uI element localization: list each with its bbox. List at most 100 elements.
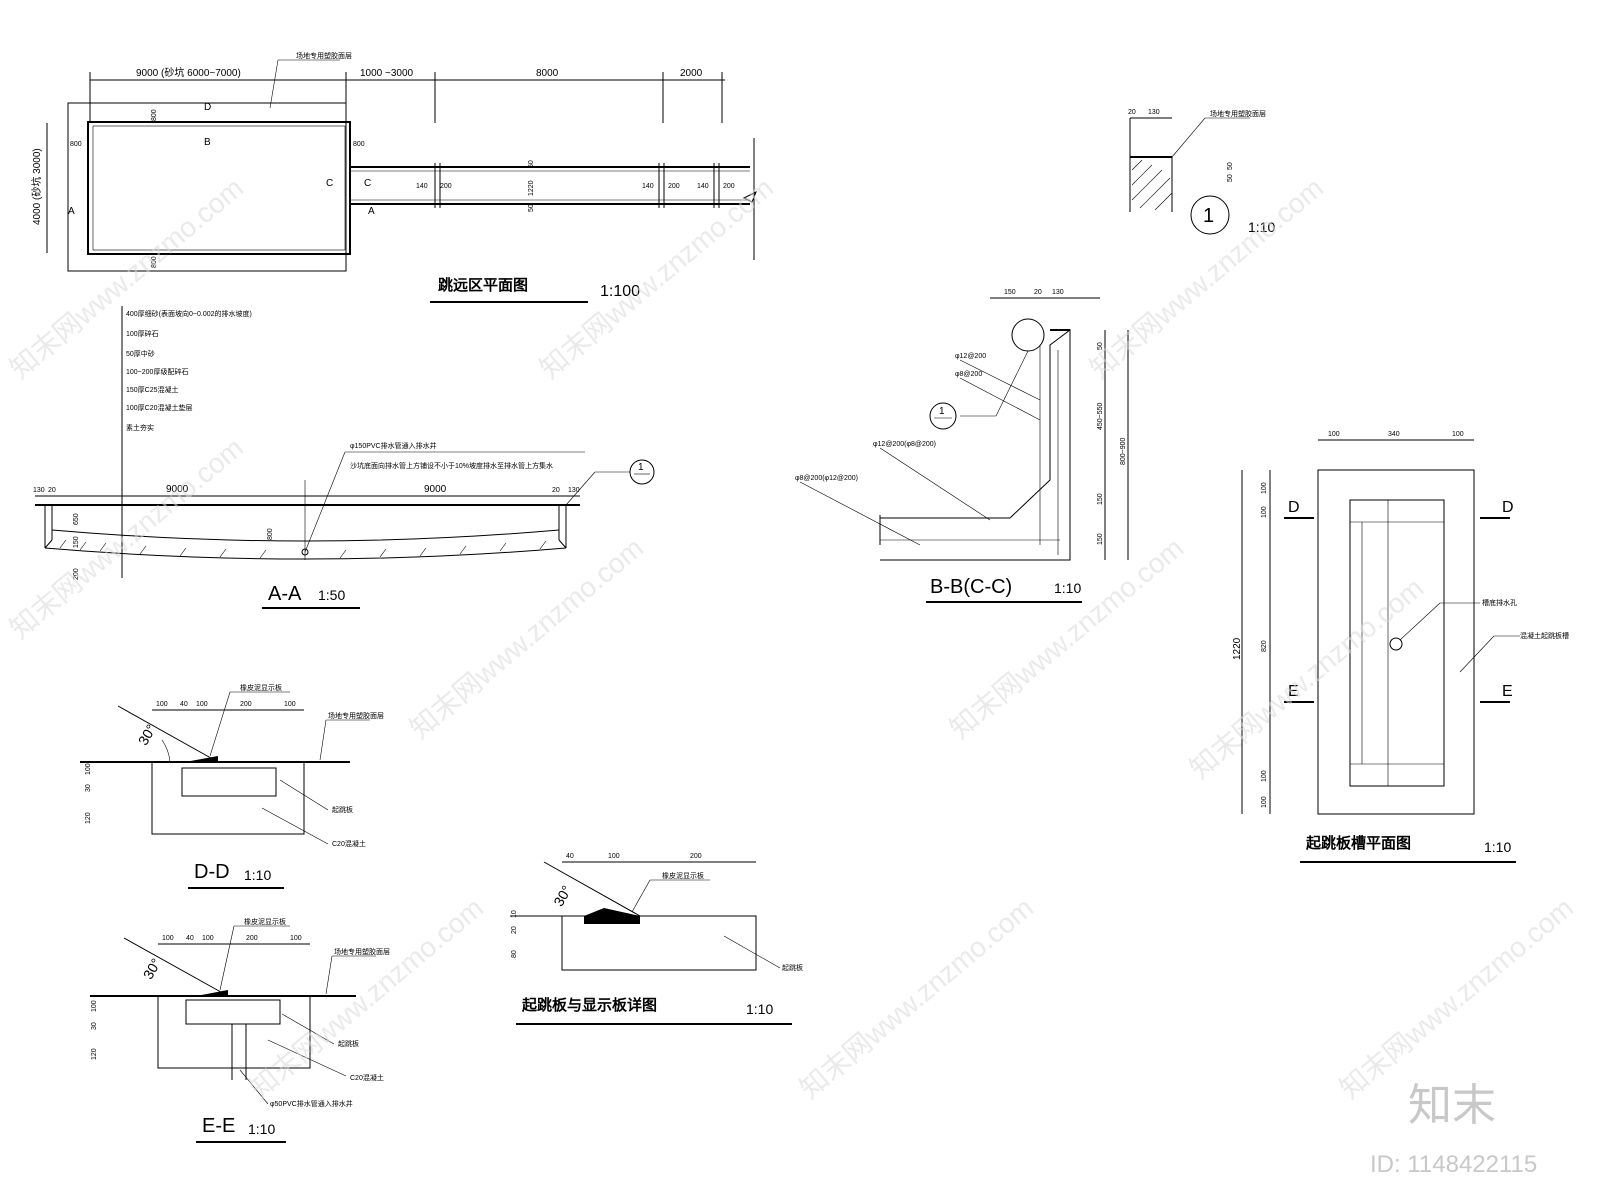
bb-dim: 130 <box>1052 289 1064 296</box>
tp-dim: 100 <box>1261 506 1268 518</box>
bd-dim: 100 <box>608 853 620 860</box>
ee-note: C20混凝土 <box>350 1073 384 1082</box>
watermark-text: 知末网www.znzmo.com <box>944 532 1189 745</box>
layer-7: 素土夯实 <box>126 423 154 432</box>
ee-angle-line <box>123 937 229 997</box>
bb-dim: 150 <box>1097 533 1104 545</box>
ee-note: 场地专用塑胶面层 <box>334 947 390 956</box>
sec-mark-c: C <box>326 178 333 189</box>
plan-inner-dim: 800 <box>353 141 365 148</box>
bd-plasticine <box>584 908 640 924</box>
leader <box>304 451 346 553</box>
plan-inner-dim: 1220 <box>528 180 535 196</box>
aa-dim: 20 <box>552 487 560 494</box>
callout-circle-1 <box>629 459 655 485</box>
bb-scale: 1:10 <box>1054 580 1081 596</box>
aa-dim: 650 <box>73 513 80 525</box>
plan-inner-dim: 140 <box>642 183 654 190</box>
bb-dim: 450~550 <box>1097 402 1104 430</box>
drain-hole <box>1389 637 1403 651</box>
plan-inner-dim: 800 <box>151 256 158 268</box>
ee-dim: 100 <box>162 935 174 942</box>
bb-outline <box>880 329 1071 561</box>
plan-dim-4: 2000 <box>680 68 703 79</box>
rebar-label: φ12@200 <box>955 353 986 360</box>
bb-title: B-B(C-C) <box>930 576 1012 598</box>
ee-angle: 30° <box>140 955 164 981</box>
tp-mark-d: D <box>1288 499 1300 516</box>
detail1-note: 场地专用塑胶面层 <box>1210 109 1266 118</box>
hatch <box>59 539 547 559</box>
leader <box>209 691 231 757</box>
plan-inner-dim: 800 <box>151 109 158 121</box>
ee-note: φ50PVC排水管通入排水井 <box>270 1099 353 1108</box>
bb-dim: 800~900 <box>1120 437 1127 465</box>
detail1-scale: 1:10 <box>1248 219 1275 235</box>
aa-dim: 130 <box>568 487 580 494</box>
watermark-text: 知末网www.znzmo.com <box>794 892 1039 1105</box>
dd-dim: 200 <box>240 701 252 708</box>
watermark-text: 知末网www.znzmo.com <box>1084 172 1329 385</box>
watermark: 知末网www.znzmo.com 知末网www.znzmo.com 知末网www… <box>4 172 1579 1178</box>
detail1-dim: 50 <box>1227 174 1234 182</box>
plan-pit-outer <box>67 102 347 272</box>
tp-dim: 100 <box>1452 431 1464 438</box>
tp-title: 起跳板槽平面图 <box>1305 834 1411 852</box>
tp-dim: 340 <box>1388 431 1400 438</box>
dd-dim: 120 <box>85 812 92 824</box>
dd-dim: 100 <box>196 701 208 708</box>
leader <box>281 1013 335 1045</box>
tp-note: 槽底排水孔 <box>1482 598 1517 607</box>
leader <box>219 925 235 991</box>
bb-dim: 20 <box>1034 289 1042 296</box>
dd-angle-arc <box>161 739 171 763</box>
layer-4: 100~200厚级配碎石 <box>126 367 188 376</box>
watermark-text: 知末网www.znzmo.com <box>1334 892 1579 1105</box>
detail1-dim: 20 <box>1128 109 1136 116</box>
bb-dim: 150 <box>1097 493 1104 505</box>
tp-dim: 100 <box>1261 796 1268 808</box>
section-bb: 150 20 130 50 450~550 150 150 800~900 φ1… <box>795 289 1129 603</box>
plan-note: 场地专用塑胶面层 <box>296 51 352 60</box>
leader <box>267 1039 347 1077</box>
plan-inner-dim: 200 <box>723 183 735 190</box>
rebar-label: φ8@200 <box>955 371 982 378</box>
plan-inner-dim: 140 <box>697 183 709 190</box>
dd-board <box>181 767 277 797</box>
plan-dim-2: 1000 ~3000 <box>360 68 414 79</box>
leader <box>261 807 329 845</box>
pipe-note: φ150PVC排水管通入排水井 <box>350 441 437 450</box>
plan-pit-edge <box>92 125 346 251</box>
leader <box>879 447 991 521</box>
leader <box>279 779 329 811</box>
detail-hatch <box>1131 159 1173 211</box>
dd-angle-line <box>117 705 219 763</box>
tp-dim: 100 <box>1261 770 1268 782</box>
leader <box>799 481 921 546</box>
tp-outer <box>1317 469 1475 815</box>
detail-1: 20 130 50 50 场地专用塑胶面层 1 1:10 <box>1128 109 1275 235</box>
dd-dim: 100 <box>85 763 92 775</box>
layer-1: 400厚细砂(表面坡向0~0.002的排水坡度) <box>126 309 252 318</box>
aa-scale: 1:50 <box>318 587 345 603</box>
leader <box>959 377 1041 421</box>
detail1-dim: 130 <box>1148 109 1160 116</box>
aa-title: A-A <box>268 583 302 605</box>
ee-dim: 100 <box>202 935 214 942</box>
leader <box>995 350 1029 417</box>
layer-list: 400厚细砂(表面坡向0~0.002的排水坡度) 100厚碎石 50厚中砂 10… <box>126 309 252 432</box>
dd-dim: 100 <box>156 701 168 708</box>
ee-scale: 1:10 <box>248 1121 275 1137</box>
dd-title: D-D <box>194 861 230 883</box>
plan-inner-dim: 200 <box>668 183 680 190</box>
leader <box>1399 602 1441 641</box>
watermark-logo: 知末 <box>1408 1080 1496 1131</box>
pipe-note-2: 沙坑底面向排水管上方铺设不小于10%坡度排水至排水管上方集水 <box>350 461 553 470</box>
ee-dim: 100 <box>290 935 302 942</box>
leader <box>325 955 333 995</box>
bd-scale: 1:10 <box>746 1001 773 1017</box>
plan-inner-dim: 50 <box>528 204 535 212</box>
tp-mark-e: E <box>1502 683 1513 700</box>
dd-dim: 100 <box>284 701 296 708</box>
